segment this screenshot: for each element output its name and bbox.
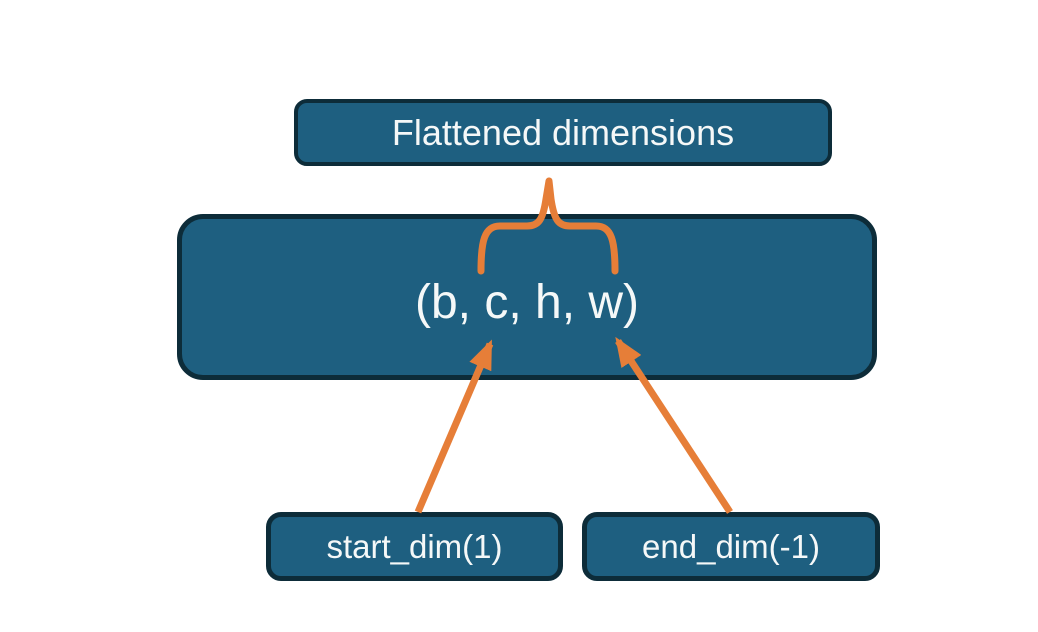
tensor-shape-box: (b, c, h, w) — [177, 214, 877, 380]
end-dim-label: end_dim(-1) — [642, 527, 820, 565]
start-dim-box: start_dim(1) — [266, 512, 563, 581]
flattened-dimensions-label: Flattened dimensions — [391, 111, 735, 153]
flattened-dimensions-box: Flattened dimensions — [294, 99, 832, 166]
end-dim-box: end_dim(-1) — [582, 512, 880, 581]
tensor-shape-label: (b, c, h, w) — [414, 275, 640, 329]
start-dim-label: start_dim(1) — [326, 527, 503, 565]
